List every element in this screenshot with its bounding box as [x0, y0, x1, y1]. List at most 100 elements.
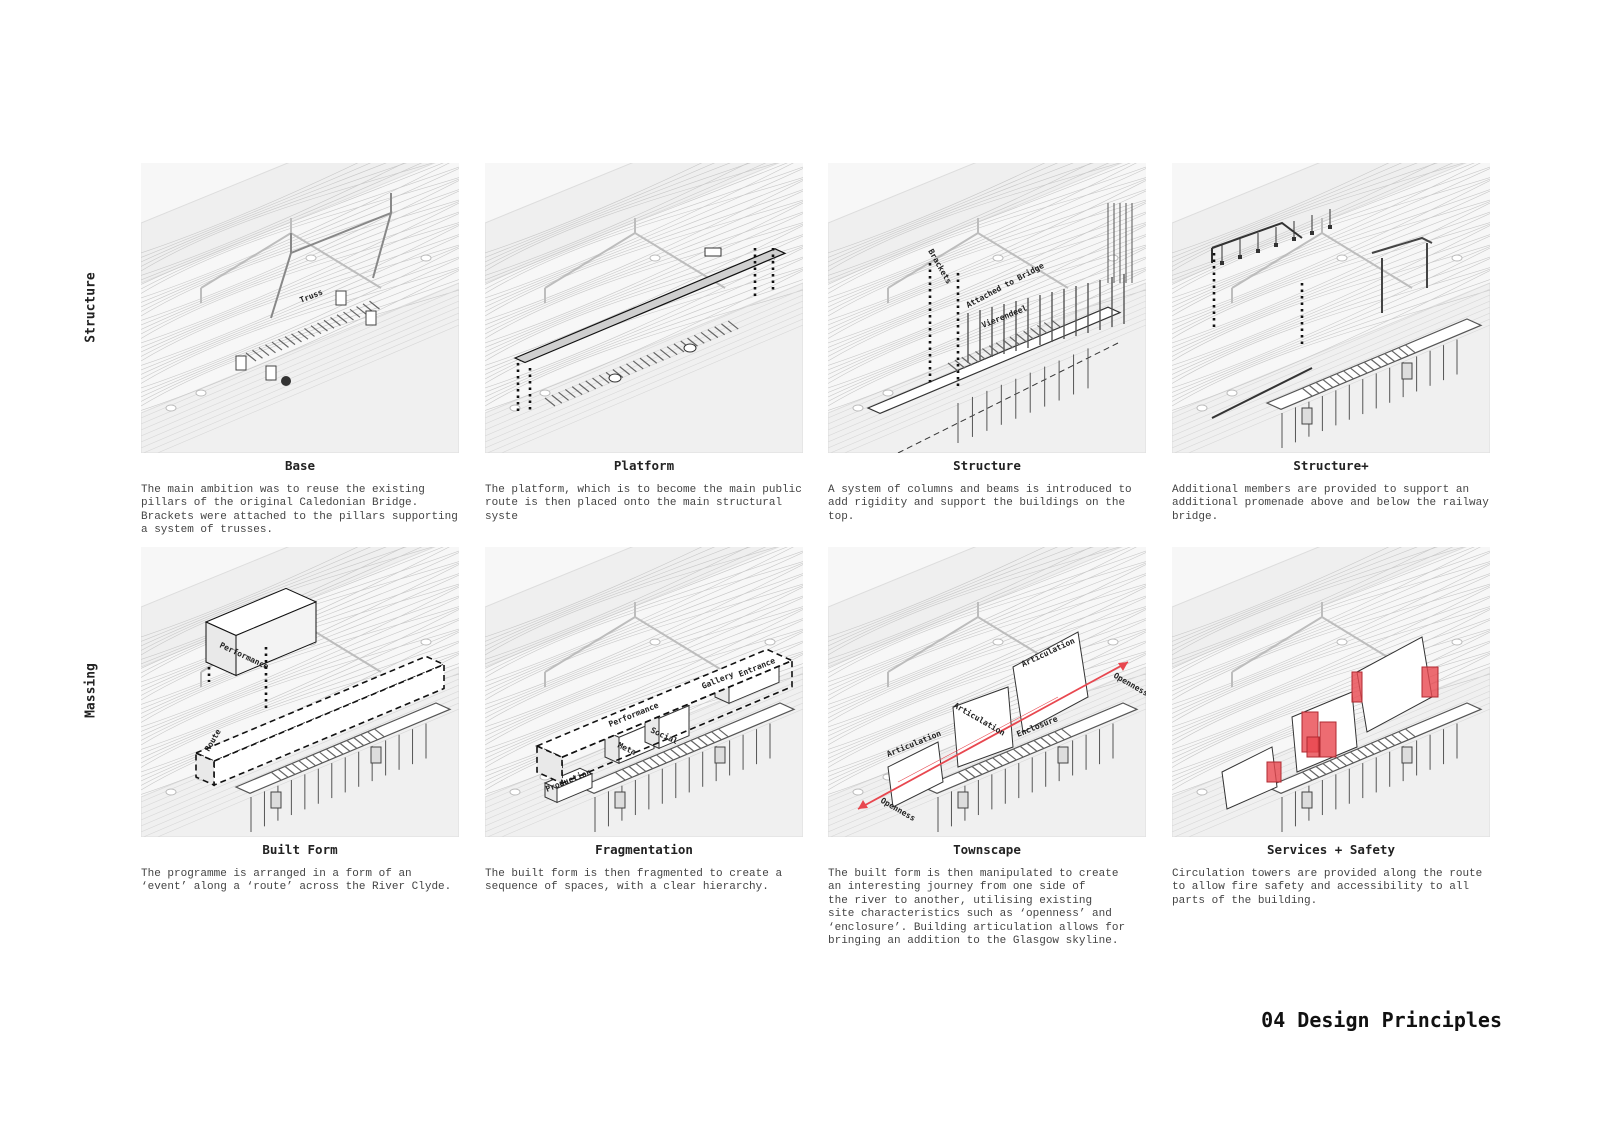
rail-line	[1172, 547, 1481, 683]
truss-member	[978, 762, 989, 772]
panel-title: Fragmentation	[595, 842, 693, 857]
rail-line	[485, 618, 803, 741]
rail-line	[1172, 163, 1481, 299]
stair-tower	[1057, 746, 1069, 764]
rail-line	[141, 225, 459, 366]
circulation-tower	[1266, 761, 1282, 783]
panel-title: Built Form	[262, 842, 338, 857]
rail-line	[828, 244, 1146, 362]
arrow-head	[1118, 662, 1128, 671]
rail-line	[1172, 279, 1490, 402]
truss-member	[687, 337, 698, 347]
pillar-icon	[649, 638, 661, 646]
rail-line	[1172, 618, 1490, 741]
truss-member	[968, 353, 979, 363]
rail-line	[485, 189, 803, 312]
rail-line	[141, 163, 450, 299]
rail-line	[141, 619, 459, 755]
truss-member	[353, 736, 364, 746]
rail-line	[1172, 583, 1490, 701]
articulated-block	[952, 686, 1014, 768]
rail-line	[1172, 190, 1490, 326]
truss-member	[1308, 768, 1320, 778]
rail-line	[1172, 258, 1490, 393]
platform-opening	[704, 247, 722, 257]
truss-member	[985, 759, 996, 769]
rail-line	[828, 618, 1146, 741]
rail-line	[485, 168, 803, 303]
truss-member	[998, 754, 1010, 764]
rail-line	[828, 606, 1146, 723]
rail-line	[485, 607, 803, 737]
pillar-icon	[1336, 638, 1348, 646]
truss-member	[1322, 378, 1333, 388]
rail-line	[1172, 547, 1475, 669]
truss-member	[1404, 344, 1416, 354]
rail-line	[485, 586, 803, 728]
rail-line	[828, 235, 1146, 371]
circulation-tower	[1319, 721, 1337, 758]
rail-line	[828, 547, 1058, 642]
rail-line	[141, 223, 459, 353]
rail-line	[485, 267, 803, 384]
truss-member	[1009, 336, 1021, 346]
truss-member	[1363, 361, 1375, 371]
truss-member	[683, 742, 695, 752]
rail-line	[1172, 270, 1490, 411]
rail-line	[485, 583, 803, 701]
rail-line	[1172, 585, 1490, 714]
rail-line	[141, 268, 459, 398]
pillar-icon	[1336, 254, 1348, 262]
rail-line	[485, 163, 749, 276]
pillar-icon	[305, 254, 317, 262]
rail-line	[828, 211, 1146, 335]
truss-member	[360, 733, 371, 743]
rail-line	[828, 547, 1121, 656]
panel-title: Structure+	[1293, 458, 1369, 473]
rail-line	[141, 163, 407, 267]
truss-member	[291, 333, 302, 343]
rail-line	[1172, 163, 1402, 258]
truss-member	[1349, 751, 1361, 761]
pillar-icon	[539, 389, 551, 397]
truss-member	[693, 334, 705, 344]
truss-member	[317, 322, 328, 332]
rail-line	[828, 178, 1146, 308]
truss-member	[558, 391, 569, 401]
truss-member	[1005, 751, 1017, 761]
truss-member	[1391, 733, 1402, 743]
road-line	[485, 300, 803, 437]
rail-line	[485, 585, 803, 714]
rail-line	[141, 586, 459, 728]
diagram-services-safety	[1172, 547, 1490, 837]
rail-line	[141, 190, 459, 326]
rail-line	[828, 234, 1146, 357]
pillar	[235, 355, 247, 371]
rail-line	[141, 597, 459, 732]
rail-line	[1172, 244, 1490, 362]
platform-deck	[513, 248, 787, 364]
rail-line	[141, 235, 459, 371]
truss-member	[954, 359, 966, 369]
rail-line	[828, 222, 1146, 339]
rail-line	[141, 163, 434, 272]
existing-frame	[544, 602, 726, 687]
rail-line	[141, 163, 387, 263]
rail-line	[1172, 574, 1490, 710]
road-line	[141, 288, 459, 425]
truss-member	[298, 759, 309, 769]
pillar-icon	[992, 254, 1004, 262]
truss-member	[1037, 324, 1048, 334]
truss-member	[551, 394, 563, 404]
panel-platform: Platform The platform, which is to becom…	[485, 163, 803, 524]
diagram-townscape: ArticulationArticulationArticulationEncl…	[828, 547, 1146, 837]
truss-member	[284, 765, 296, 775]
pillar-icon	[852, 404, 864, 412]
rail-line	[1172, 609, 1490, 750]
rail-line	[828, 595, 1146, 719]
rail-line	[1172, 247, 1490, 389]
rail-line	[485, 163, 794, 299]
truss-member	[964, 768, 976, 778]
pillar-icon	[195, 389, 207, 397]
